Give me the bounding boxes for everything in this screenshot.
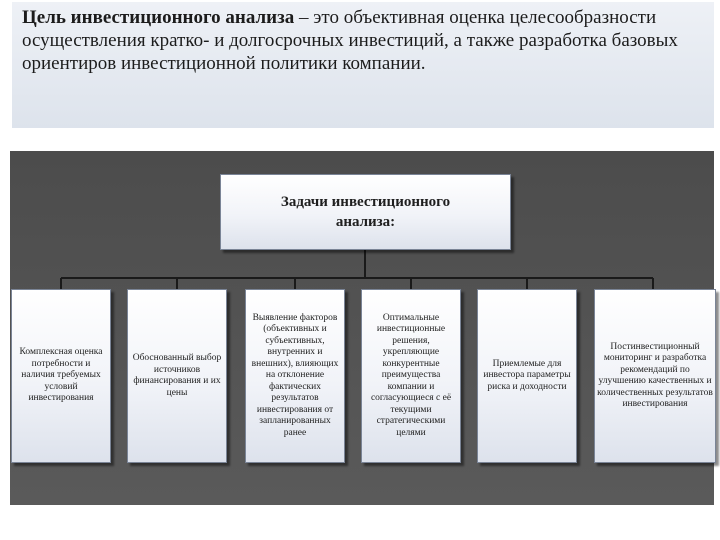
task-node-label: Выявление факторов (объективных и субъек… [251,312,339,438]
task-node-label: Обоснованный выбор источников финансиров… [132,353,222,398]
goal-definition-text: Цель инвестиционного анализа – это объек… [12,2,714,128]
task-node-1: Комплексная оценка потребности и наличия… [11,289,111,463]
root-node-label: Задачи инвестиционного анализа: [280,194,451,230]
task-node-2: Обоснованный выбор источников финансиров… [127,289,227,463]
root-node-tasks: Задачи инвестиционного анализа: [220,174,511,250]
task-node-6: Постинвестиционный мониторинг и разработ… [594,289,716,463]
goal-description: – это объективная оценка целесообразност… [22,7,678,74]
task-node-label: Постинвестиционный мониторинг и разработ… [597,341,713,410]
task-node-5: Приемлемые для инвестора параметры риска… [477,289,577,463]
task-node-label: Комплексная оценка потребности и наличия… [19,347,103,404]
task-node-3: Выявление факторов (объективных и субъек… [245,289,345,463]
task-node-label: Приемлемые для инвестора параметры риска… [483,358,571,392]
task-node-label: Оптимальные инвестиционные решения, укре… [370,312,452,438]
task-node-4: Оптимальные инвестиционные решения, укре… [361,289,461,463]
goal-term: Цель инвестиционного анализа [22,7,295,28]
